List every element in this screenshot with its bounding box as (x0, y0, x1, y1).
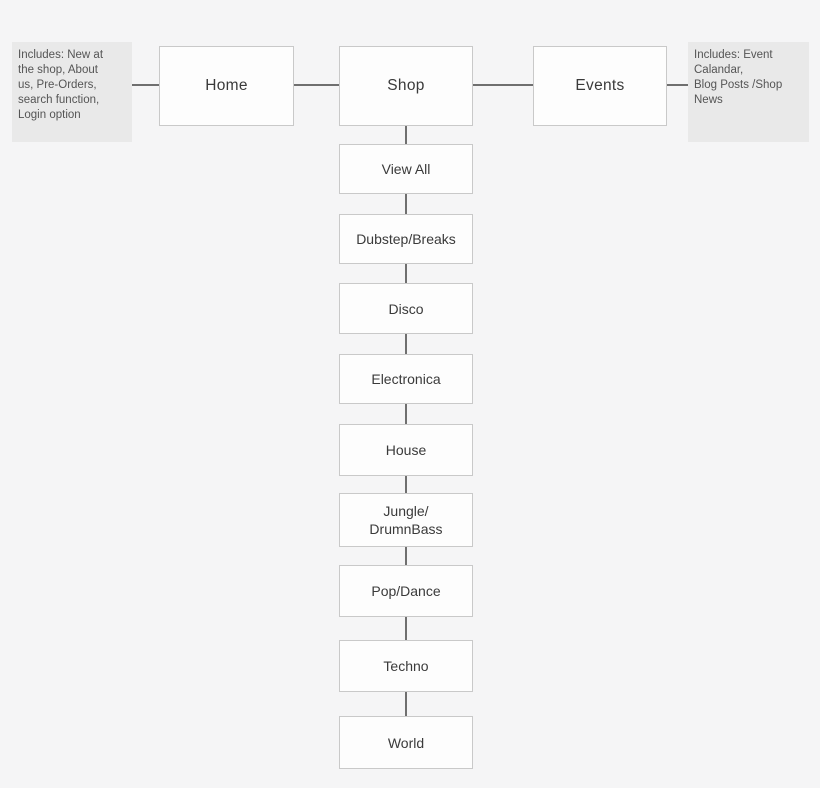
note-home-includes: Includes: New at the shop, About us, Pre… (12, 42, 132, 142)
node-events: Events (533, 46, 667, 126)
node-techno: Techno (339, 640, 473, 692)
node-house: House (339, 424, 473, 476)
node-view-all: View All (339, 144, 473, 194)
note-events-includes: Includes: Event Calandar, Blog Posts /Sh… (688, 42, 809, 142)
node-shop: Shop (339, 46, 473, 126)
node-home: Home (159, 46, 294, 126)
node-pop-dance: Pop/Dance (339, 565, 473, 617)
node-world: World (339, 716, 473, 769)
node-electronica: Electronica (339, 354, 473, 404)
node-jungle-drumnbass: Jungle/ DrumnBass (339, 493, 473, 547)
connector-vertical (405, 86, 407, 740)
node-disco: Disco (339, 283, 473, 334)
node-dubstep-breaks: Dubstep/Breaks (339, 214, 473, 264)
